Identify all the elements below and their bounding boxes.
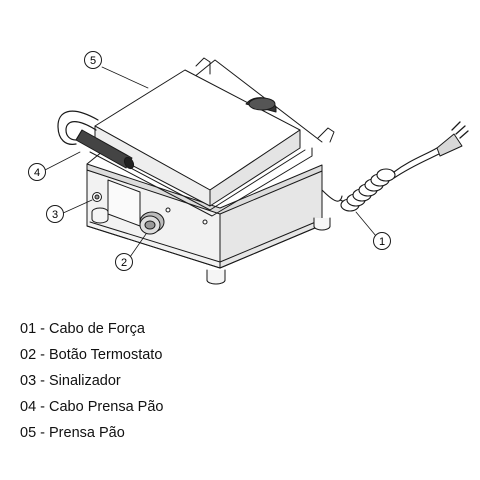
press-handle: [57, 110, 135, 170]
callout-leaders: [44, 66, 377, 258]
legend-item-power-cable: 01 - Cabo de Força: [20, 321, 145, 337]
callout-number: 3: [52, 209, 58, 221]
power-plug: [436, 121, 469, 157]
callout-number: 4: [34, 167, 40, 179]
callout-number: 1: [379, 236, 385, 248]
legend-item-indicator-light: 03 - Sinalizador: [20, 373, 121, 389]
rear-knob: [245, 97, 277, 113]
grill-diagram: 5 4 3 2 1: [28, 51, 469, 285]
power-cable: [321, 147, 440, 212]
callout-3: 3: [46, 205, 64, 223]
callout-1: 1: [373, 232, 391, 250]
parts-legend: 01 - Cabo de Força 02 - Botão Termostato…: [20, 316, 340, 446]
callout-4: 4: [28, 163, 46, 181]
grill-feet: [91, 207, 331, 285]
callout-2: 2: [115, 253, 133, 271]
legend-item-press-handle: 04 - Cabo Prensa Pão: [20, 399, 164, 415]
callout-5: 5: [84, 51, 102, 69]
thermostat-knob: [139, 207, 208, 235]
legend-item-bread-press: 05 - Prensa Pão: [20, 425, 125, 441]
callout-number: 2: [121, 257, 127, 269]
indicator-light: [92, 192, 102, 202]
legend-item-thermostat-knob: 02 - Botão Termostato: [20, 347, 163, 363]
callout-number: 5: [90, 55, 96, 67]
bread-press-lid: [89, 57, 335, 217]
